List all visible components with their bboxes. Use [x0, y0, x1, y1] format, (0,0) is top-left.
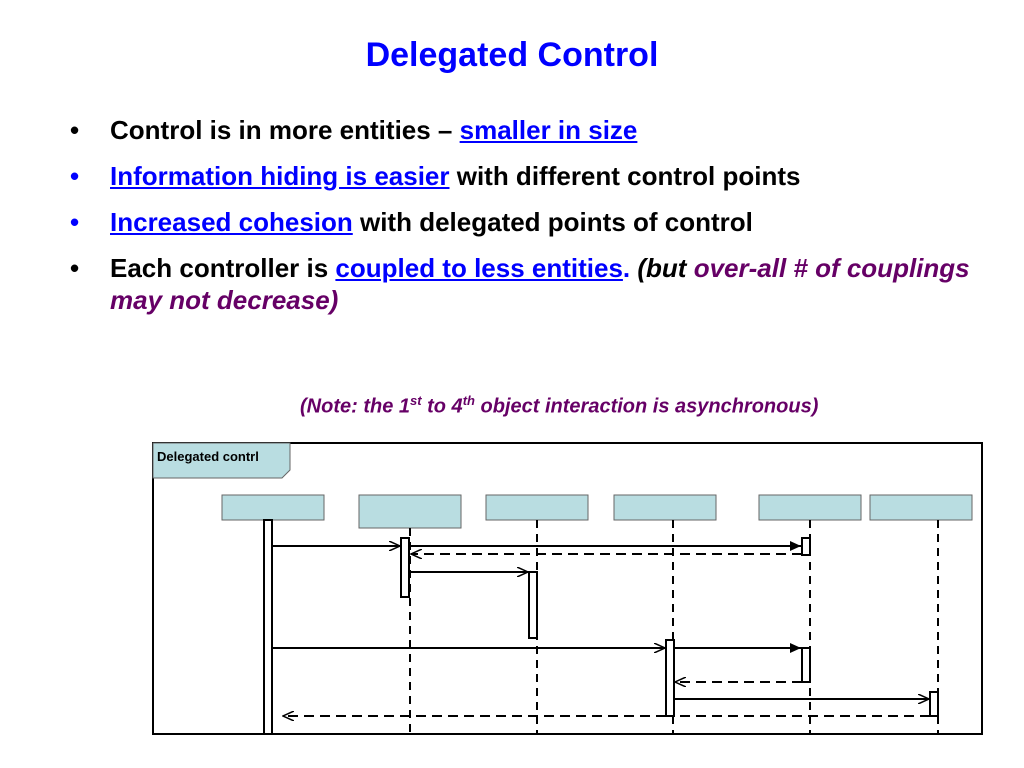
bullet-period: . — [622, 253, 631, 283]
bullet-link-coupled-to-less-entities[interactable]: coupled to less entities — [335, 253, 623, 283]
note-text: to 4 — [421, 395, 463, 418]
note-text: object interaction is asynchronous) — [474, 395, 819, 418]
bullet-italic-text: (but — [630, 253, 694, 283]
bullet-item: • Information hiding is easier with diff… — [70, 160, 970, 192]
activation-bar-5a — [801, 537, 811, 556]
lifeline-box-3 — [485, 494, 589, 521]
bullet-dot: • — [70, 253, 80, 283]
activation-bar-6 — [929, 691, 939, 717]
frame-label: Delegated contrl — [157, 449, 259, 464]
frame-label-tab — [152, 442, 291, 479]
bullet-text: with delegated points of control — [352, 207, 753, 237]
activation-bar-5b — [801, 647, 811, 683]
bullet-dot: • — [70, 161, 80, 191]
lifeline-box-5 — [758, 494, 862, 521]
note-text: (Note: the 1 — [300, 395, 410, 418]
bullet-text: Each controller is — [110, 253, 336, 283]
bullet-text: Control is in more entities – — [110, 115, 460, 145]
lifeline-box-1 — [221, 494, 325, 521]
bullet-item: • Increased cohesion with delegated poin… — [70, 206, 970, 238]
slide-title: Delegated Control — [365, 36, 659, 74]
lifeline-box-4 — [613, 494, 717, 521]
asynchronous-note: (Note: the 1st to 4th object interaction… — [300, 393, 980, 419]
bullet-list: • Control is in more entities – smaller … — [70, 114, 970, 330]
bullet-text: with different control points — [449, 161, 801, 191]
activation-bar-2 — [400, 537, 410, 598]
bullet-link-increased-cohesion[interactable]: Increased cohesion — [110, 207, 353, 237]
note-sup: st — [410, 393, 422, 408]
activation-bar-1 — [263, 519, 273, 735]
bullet-link-information-hiding[interactable]: Information hiding is easier — [110, 161, 450, 191]
bullet-dot: • — [70, 207, 80, 237]
bullet-link-smaller-in-size[interactable]: smaller in size — [459, 115, 638, 145]
lifeline-box-6 — [869, 494, 973, 521]
lifeline-box-2 — [358, 494, 462, 529]
activation-bar-4 — [665, 639, 675, 717]
bullet-item: • Control is in more entities – smaller … — [70, 114, 970, 146]
bullet-dot: • — [70, 115, 80, 145]
bullet-item: • Each controller is coupled to less ent… — [70, 252, 970, 316]
note-sup: th — [462, 393, 475, 408]
bullet-italic-purple-text: over-all # of couplings may not decrease… — [110, 253, 970, 315]
activation-bar-3 — [528, 571, 538, 639]
diagram-frame — [152, 442, 983, 735]
